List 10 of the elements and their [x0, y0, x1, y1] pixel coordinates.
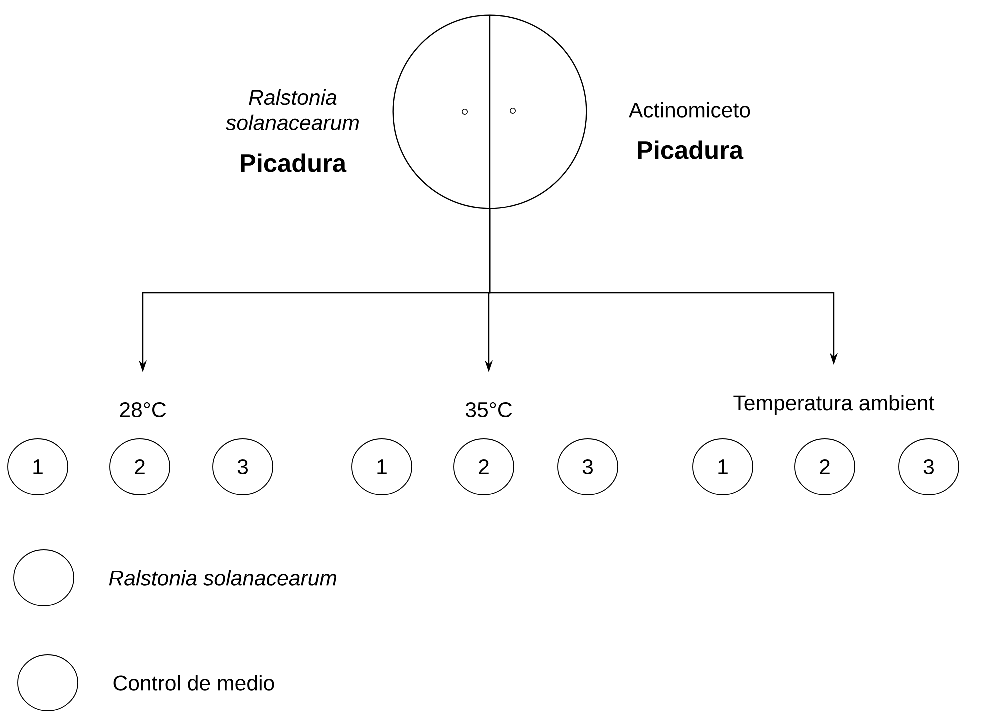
- dish-label: Picadura: [638, 140, 744, 160]
- legend-text: Ralstonia solanacearum: [109, 570, 337, 586]
- dish-label: Ralstonia solanacearum: [226, 90, 359, 130]
- temperature-label: 28°C: [120, 402, 166, 418]
- dish-label: Picadura: [241, 154, 347, 172]
- legend-text: Control de medio: [114, 675, 274, 691]
- temperature-label: 35°C: [466, 402, 512, 418]
- petri-dish: [392, 14, 588, 210]
- dish-label: Actinomiceto: [628, 102, 750, 118]
- temperature-label: Temperatura ambient: [734, 395, 935, 415]
